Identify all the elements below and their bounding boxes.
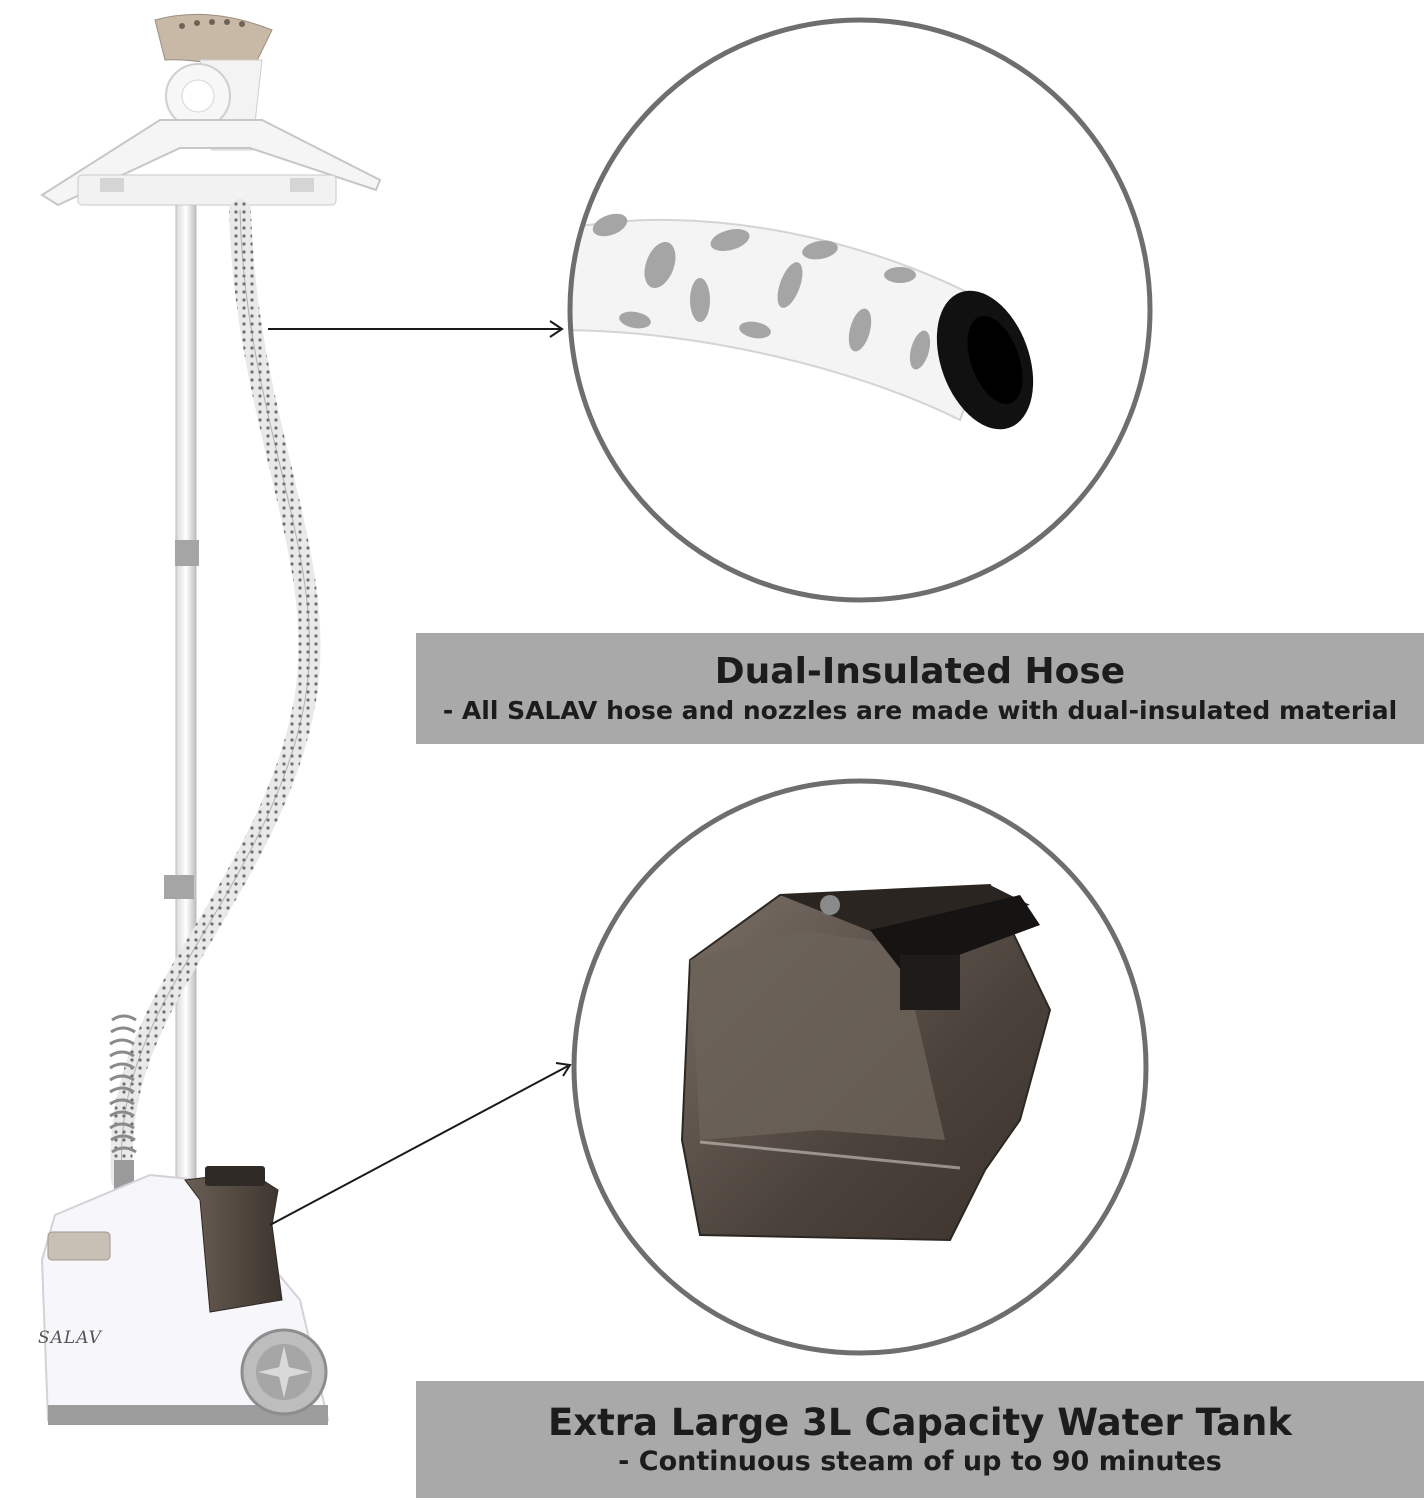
feature-title: Dual-Insulated Hose <box>714 650 1126 692</box>
feature-title: Extra Large 3L Capacity Water Tank <box>547 1400 1292 1444</box>
brand-logo: SALAV <box>38 1328 102 1348</box>
feature-description: - Continuous steam of up to 90 minutes <box>618 1445 1222 1477</box>
base-control-panel <box>47 1231 111 1261</box>
hose-detail-image <box>567 17 1153 603</box>
feature-banner-tank: Extra Large 3L Capacity Water Tank - Con… <box>416 1381 1424 1498</box>
steamer-hose <box>110 199 321 1191</box>
hose-spring <box>109 1014 137 1154</box>
pole-clip-lower <box>164 875 194 899</box>
tank-detail-image <box>571 778 1149 1356</box>
hose-pointer-arrow <box>268 320 564 338</box>
tank-pointer-arrow <box>269 1062 572 1226</box>
steamer-pole <box>175 179 197 1181</box>
pole-clip-upper <box>175 540 199 566</box>
feature-description: - All SALAV hose and nozzles are made wi… <box>442 695 1398 725</box>
feature-banner-hose: Dual-Insulated Hose - All SALAV hose and… <box>416 633 1424 744</box>
